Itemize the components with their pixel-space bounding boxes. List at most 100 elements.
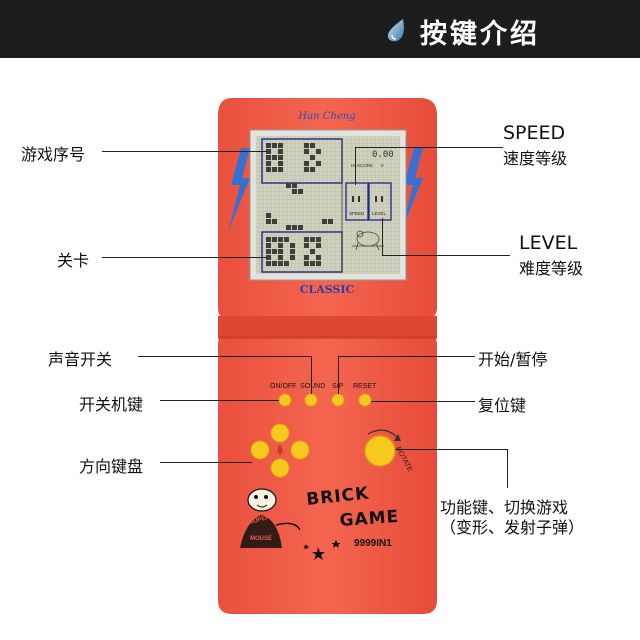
label-sound-switch: 声音开关 <box>48 350 113 369</box>
lcd-brick <box>292 225 297 230</box>
dpad-left <box>250 440 270 460</box>
callout-line-power <box>160 400 279 401</box>
callout-line-speed-v <box>355 147 356 185</box>
callout-line-function-v <box>507 449 508 488</box>
speed-label-lcd: SPEED <box>349 211 365 216</box>
lcd-brick <box>290 243 295 248</box>
dpad-right <box>290 440 310 460</box>
hi-score-value: 0 <box>381 163 384 168</box>
score-digits: 0.00 <box>372 150 394 160</box>
lcd-brick <box>278 143 283 148</box>
sp-label: S/P <box>332 383 343 390</box>
lcd-brick <box>286 183 291 188</box>
callout-line-sound-v <box>311 356 312 394</box>
label-function-2: （变形、发射子弹） <box>440 518 585 537</box>
lcd-brick <box>304 167 309 172</box>
lcd-brick <box>278 237 283 242</box>
callout-line-dpad <box>160 462 252 463</box>
dpad-up <box>270 423 290 443</box>
lcd-brick <box>286 225 291 230</box>
reset-button <box>358 393 372 407</box>
lcd-brick <box>298 225 303 230</box>
brand-text: Han Cheng <box>297 111 355 122</box>
lcd-brick <box>304 243 309 248</box>
lcd-brick <box>266 155 271 160</box>
mascot-text-2: MOUSE <box>250 536 272 542</box>
lcd-brick <box>316 149 321 154</box>
callout-line-speed <box>355 147 503 148</box>
water-drop-icon <box>387 19 404 42</box>
label-speed-en: SPEED <box>503 122 566 144</box>
label-level-cn: 难度等级 <box>519 259 584 278</box>
label-start-pause: 开始/暂停 <box>478 350 548 369</box>
rotate-button <box>364 435 396 467</box>
dpad-down <box>270 458 290 478</box>
direction-pad <box>250 423 310 478</box>
lcd-brick <box>292 183 297 188</box>
lcd-brick <box>266 219 271 224</box>
label-dpad: 方向键盘 <box>79 457 144 476</box>
level-label-lcd: LEVEL <box>372 211 387 216</box>
lcd-brick <box>322 219 327 224</box>
onoff-label: ON/OFF <box>270 383 297 390</box>
callout-line-function <box>395 449 508 450</box>
lcd-brick <box>316 261 321 266</box>
label-game-number: 游戏序号 <box>21 145 86 164</box>
lcd-brick <box>310 167 315 172</box>
onoff-button <box>278 393 292 407</box>
super-mouse-mascot-icon <box>240 488 301 548</box>
lcd-brick <box>272 237 277 242</box>
start-pause-button <box>331 393 345 407</box>
mascot-text-1: SUPER <box>249 515 271 526</box>
lcd-brick <box>284 237 289 242</box>
lcd-brick <box>278 243 283 248</box>
page-title: 按键介绍 <box>420 19 540 50</box>
lcd-brick <box>298 189 303 194</box>
model-text: CLASSIC <box>300 283 355 296</box>
lcd-brick <box>266 149 271 154</box>
callout-line-start-v <box>338 356 339 394</box>
lcd-brick <box>266 161 271 166</box>
callout-line-level-v <box>382 218 383 256</box>
callout-line-sound <box>138 356 311 357</box>
device-hinge <box>218 316 437 338</box>
lcd-brick <box>266 167 271 172</box>
dpad-center-icon <box>277 444 283 456</box>
lcd-brick <box>310 261 315 266</box>
lcd-brick <box>316 255 321 260</box>
lcd-brick <box>278 261 283 266</box>
lightning-icon-left <box>228 148 250 232</box>
lcd-brick <box>310 143 315 148</box>
lcd-brick <box>304 261 309 266</box>
label-speed-cn: 速度等级 <box>503 149 568 168</box>
lcd-brick <box>272 167 277 172</box>
logo-stars <box>303 540 341 560</box>
lcd-bricks <box>266 143 333 266</box>
lcd-brick <box>290 255 295 260</box>
label-reset: 复位键 <box>478 396 527 415</box>
lcd-brick <box>266 213 271 218</box>
lcd-brick <box>316 161 321 166</box>
lcd-brick <box>266 255 271 260</box>
lcd-brick <box>278 167 283 172</box>
lcd-brick <box>272 219 277 224</box>
label-power-key: 开关机键 <box>79 395 144 414</box>
lcd-brick <box>266 249 271 254</box>
lcd-mascot-icon <box>352 230 384 251</box>
label-function-1: 功能键、切换游戏 <box>440 498 569 517</box>
callout-line-start <box>338 356 475 357</box>
label-level-en: LEVEL <box>519 232 578 254</box>
lcd-brick <box>266 237 271 242</box>
lcd-brick <box>272 249 277 254</box>
lcd-brick <box>290 249 295 254</box>
lcd-brick <box>292 189 297 194</box>
logo-model-text: 9999IN1 <box>354 538 392 549</box>
lcd-brick <box>272 261 277 266</box>
callout-line-level <box>382 255 510 256</box>
lcd-brick <box>272 155 277 160</box>
header-bar: 按键介绍 <box>0 0 640 58</box>
lcd-brick <box>266 143 271 148</box>
lcd-brick <box>304 149 309 154</box>
lcd-brick <box>310 249 315 254</box>
